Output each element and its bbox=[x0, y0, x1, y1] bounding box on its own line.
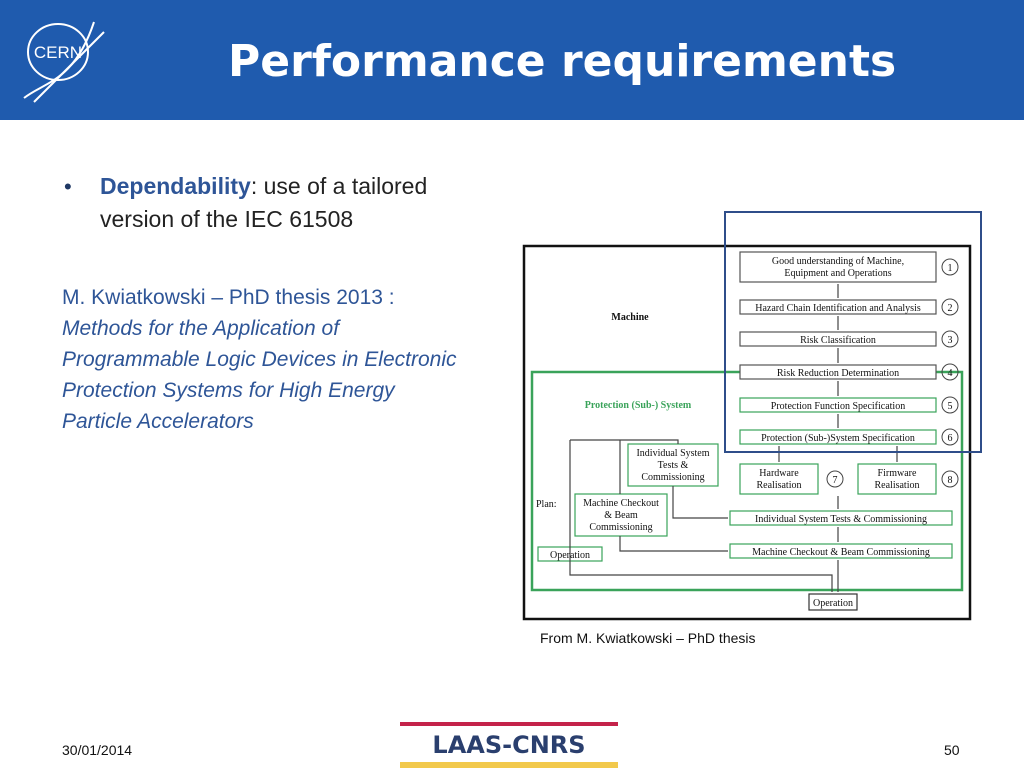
step-2-number: 2 bbox=[948, 303, 953, 314]
operation-final-label: Operation bbox=[813, 598, 853, 609]
ref-author-line: M. Kwiatkowski – PhD thesis 2013 : bbox=[62, 286, 395, 309]
figure-caption: From M. Kwiatkowski – PhD thesis bbox=[540, 630, 756, 646]
ist-full-label: Individual System Tests & Commissioning bbox=[755, 514, 927, 525]
step-3-label: Risk Classification bbox=[800, 335, 876, 346]
ist-plan-box bbox=[627, 443, 719, 487]
cern-logo: CERN bbox=[23, 21, 105, 103]
ref-title-line-2: Programmable Logic Devices in Electronic bbox=[62, 348, 457, 371]
step-1-box bbox=[739, 251, 937, 283]
step-7-box bbox=[739, 463, 819, 495]
step-6-box bbox=[739, 429, 937, 445]
step-4-label: Risk Reduction Determination bbox=[777, 368, 899, 379]
iec-lifecycle-diagram: Machine Protection (Sub-) System Plan: bbox=[522, 211, 982, 621]
cern-logo-text: CERN bbox=[34, 43, 82, 62]
mcb-plan-line-1: Machine Checkout bbox=[583, 498, 659, 509]
slide-title: Performance requirements bbox=[228, 36, 897, 87]
ist-full-box bbox=[729, 510, 953, 526]
step-3-number: 3 bbox=[948, 335, 953, 346]
step-7-number: 7 bbox=[833, 475, 838, 486]
ref-title-line-4: Particle Accelerators bbox=[62, 410, 254, 433]
ist-plan-line-1: Individual System bbox=[636, 448, 709, 459]
step-4-number: 4 bbox=[948, 368, 953, 379]
ref-title-line-1: Methods for the Application of bbox=[62, 317, 340, 340]
operation-final-box bbox=[808, 593, 858, 611]
ist-plan-line-3: Commissioning bbox=[641, 472, 704, 483]
bullet-term: Dependability bbox=[100, 173, 251, 199]
step-6-number: 6 bbox=[948, 433, 953, 444]
step-4-box bbox=[739, 364, 937, 380]
protection-label: Protection (Sub-) System bbox=[585, 400, 692, 411]
mcb-full-label: Machine Checkout & Beam Commissioning bbox=[752, 547, 930, 558]
ist-plan-line-2: Tests & bbox=[658, 460, 689, 471]
step-1-number: 1 bbox=[948, 263, 953, 274]
step-7-line-2: Realisation bbox=[757, 480, 802, 491]
ref-title-line-3: Protection Systems for High Energy bbox=[62, 379, 395, 402]
step-3-box bbox=[739, 331, 937, 347]
step-2-box bbox=[739, 299, 937, 315]
step-1-line-1: Good understanding of Machine, bbox=[772, 256, 904, 267]
step-5-box bbox=[739, 397, 937, 413]
step-8-box bbox=[857, 463, 937, 495]
step-5-label: Protection Function Specification bbox=[771, 401, 905, 412]
step-1-line-2: Equipment and Operations bbox=[784, 268, 891, 279]
mcb-plan-line-3: Commissioning bbox=[589, 522, 652, 533]
mcb-plan-box bbox=[574, 493, 668, 537]
step-8-line-2: Realisation bbox=[875, 480, 920, 491]
step-8-number: 8 bbox=[948, 475, 953, 486]
page-number: 50 bbox=[944, 742, 960, 758]
footer-date: 30/01/2014 bbox=[62, 742, 133, 758]
machine-label: Machine bbox=[611, 312, 649, 323]
step-7-line-1: Hardware bbox=[759, 468, 799, 479]
bullet-marker: • bbox=[64, 174, 72, 199]
operation-plan-label: Operation bbox=[550, 550, 590, 561]
laas-logo-text: LAAS-CNRS bbox=[432, 731, 585, 759]
step-5-number: 5 bbox=[948, 401, 953, 412]
step-6-label: Protection (Sub-)System Specification bbox=[761, 433, 915, 444]
mcb-plan-line-2: & Beam bbox=[604, 510, 638, 521]
mcb-full-box bbox=[729, 543, 953, 559]
step-2-label: Hazard Chain Identification and Analysis bbox=[755, 303, 921, 314]
step-8-line-1: Firmware bbox=[878, 468, 917, 479]
plan-label: Plan: bbox=[536, 499, 557, 510]
thesis-reference: M. Kwiatkowski – PhD thesis 2013 : Metho… bbox=[62, 282, 512, 437]
laas-cnrs-logo: LAAS-CNRS bbox=[400, 722, 618, 768]
bullet-dependability: Dependability: use of a tailored version… bbox=[100, 170, 500, 236]
highlight-frame bbox=[724, 211, 982, 453]
title-bar: CERN Performance requirements bbox=[0, 0, 1024, 120]
bullet-rest: : use of a tailored version of the IEC 6… bbox=[100, 173, 428, 232]
